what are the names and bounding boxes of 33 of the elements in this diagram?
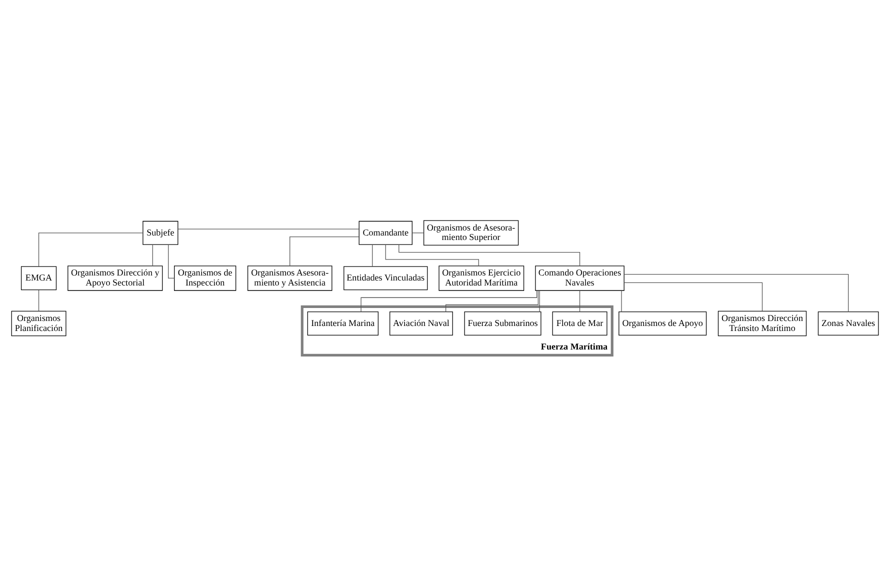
connector bbox=[360, 290, 537, 312]
node-box: Organismos Dirección Tránsito Marítimo bbox=[717, 310, 806, 336]
connector bbox=[538, 290, 540, 312]
connector bbox=[38, 289, 39, 311]
connector bbox=[177, 228, 359, 229]
node-box: Flota de Mar bbox=[552, 311, 607, 335]
connector bbox=[384, 244, 478, 266]
node-box: Subjefe bbox=[142, 220, 178, 244]
connector bbox=[578, 290, 580, 312]
node-box: Comandante bbox=[358, 220, 412, 244]
node-box: Zonas Navales bbox=[817, 311, 878, 335]
connector bbox=[38, 232, 143, 266]
connector bbox=[620, 290, 622, 312]
node-box: Organismos de Apoyo bbox=[618, 311, 706, 335]
node-box: Fuerza Submarinos bbox=[464, 311, 541, 335]
connector bbox=[411, 232, 424, 233]
node-box: Infantería Marina bbox=[306, 311, 378, 335]
node-box: Organismos Dirección y Apoyo Sectorial bbox=[67, 265, 162, 290]
connector bbox=[398, 244, 580, 266]
node-box: Organismos de Asesora- miento Superior bbox=[422, 220, 518, 246]
node-box: Organismos Planificación bbox=[10, 310, 66, 336]
connector bbox=[623, 274, 848, 312]
connector bbox=[623, 282, 762, 311]
node-box: Comando Operaciones Navales bbox=[534, 265, 624, 290]
connector bbox=[444, 290, 538, 312]
connector bbox=[289, 236, 359, 266]
node-box: Organismos de Inspección bbox=[174, 265, 236, 290]
connector bbox=[168, 244, 174, 278]
node-box: EMGA bbox=[20, 266, 56, 290]
node-box: Organismos Ejercicio Autoridad Marítima bbox=[438, 265, 524, 290]
node-box: Organismos Asesora- miento y Asistencia bbox=[246, 265, 332, 290]
node-box: Entidades Vinculadas bbox=[343, 266, 428, 290]
node-box: Aviación Naval bbox=[389, 311, 452, 335]
